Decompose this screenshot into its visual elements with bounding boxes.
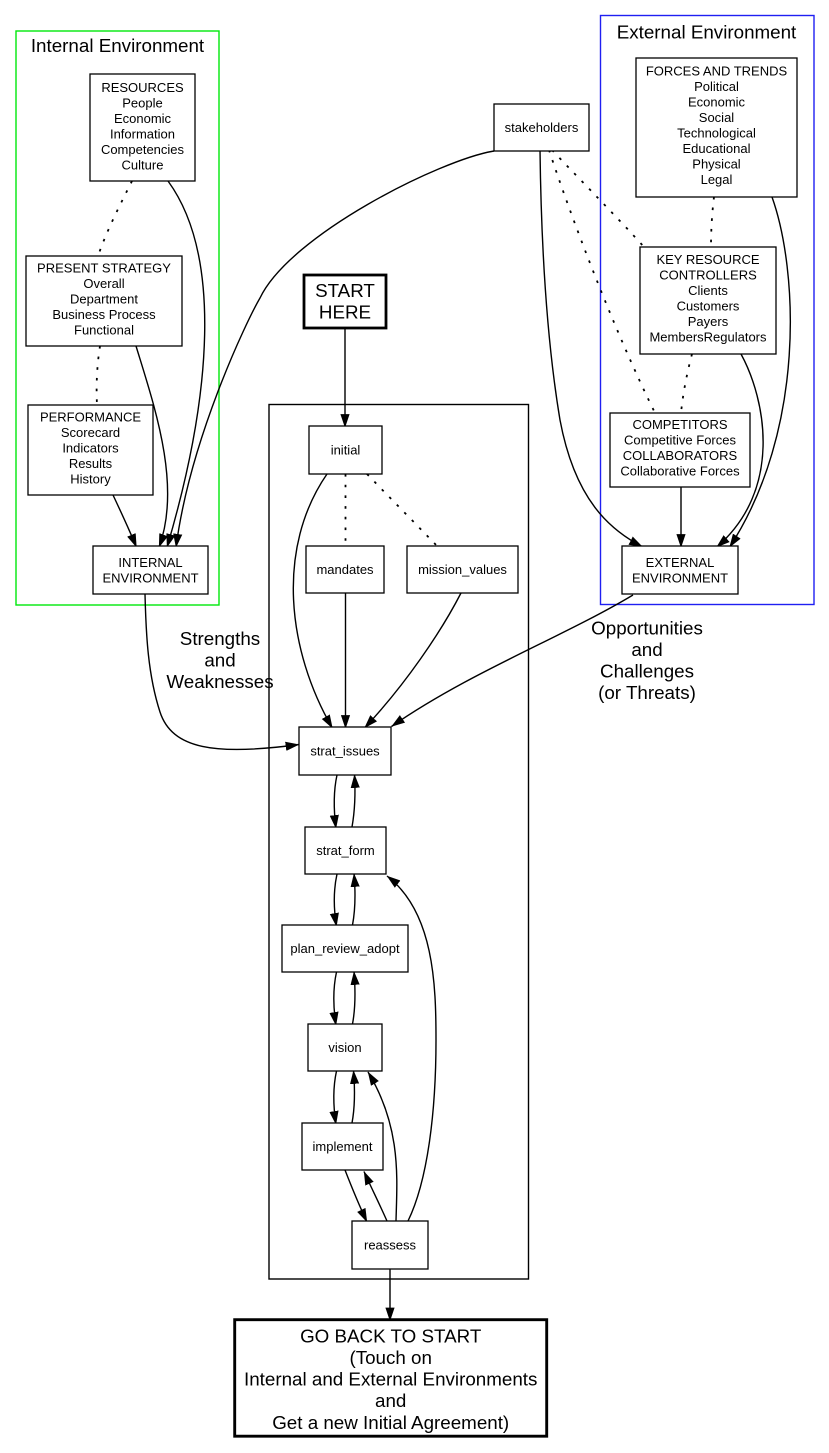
svg-text:Functional: Functional <box>74 323 134 338</box>
svg-text:Social: Social <box>699 110 735 125</box>
svg-text:Get a new Initial Agreement): Get a new Initial Agreement) <box>272 1412 509 1433</box>
svg-text:Internal Environment: Internal Environment <box>31 35 205 56</box>
svg-text:RESOURCES: RESOURCES <box>101 80 184 95</box>
svg-text:GO BACK TO START: GO BACK TO START <box>300 1325 482 1346</box>
svg-text:and: and <box>631 639 662 660</box>
svg-text:ENVIRONMENT: ENVIRONMENT <box>632 570 728 585</box>
svg-text:History: History <box>70 472 111 487</box>
svg-text:Weaknesses: Weaknesses <box>166 671 273 692</box>
svg-text:Political: Political <box>694 79 739 94</box>
svg-text:Payers: Payers <box>688 314 729 329</box>
svg-text:(Touch on: (Touch on <box>349 1347 431 1368</box>
svg-text:Business Process: Business Process <box>52 307 156 322</box>
svg-text:Collaborative Forces: Collaborative Forces <box>620 463 740 478</box>
svg-text:COMPETITORS: COMPETITORS <box>632 417 727 432</box>
svg-text:(or Threats): (or Threats) <box>598 682 696 703</box>
svg-text:Clients: Clients <box>688 283 728 298</box>
svg-text:START: START <box>315 280 375 301</box>
svg-text:PRESENT STRATEGY: PRESENT STRATEGY <box>37 261 171 276</box>
svg-text:reassess: reassess <box>364 1238 417 1253</box>
svg-text:Information: Information <box>110 126 175 141</box>
svg-text:ENVIRONMENT: ENVIRONMENT <box>102 570 198 585</box>
svg-text:Department: Department <box>70 292 138 307</box>
svg-text:implement: implement <box>313 1139 373 1154</box>
svg-text:Competencies: Competencies <box>101 142 185 157</box>
svg-text:mission_values: mission_values <box>418 562 507 577</box>
svg-text:Internal and External Environm: Internal and External Environments <box>244 1369 537 1390</box>
svg-text:Economic: Economic <box>688 94 746 109</box>
svg-text:KEY RESOURCE: KEY RESOURCE <box>656 252 759 267</box>
svg-text:Indicators: Indicators <box>62 441 119 456</box>
svg-text:Opportunities: Opportunities <box>591 617 703 638</box>
svg-text:Technological: Technological <box>677 125 756 140</box>
svg-text:FORCES AND TRENDS: FORCES AND TRENDS <box>646 63 788 78</box>
svg-text:HERE: HERE <box>319 302 371 323</box>
svg-text:vision: vision <box>328 1040 361 1055</box>
svg-text:Educational: Educational <box>683 141 751 156</box>
svg-text:External Environment: External Environment <box>617 21 797 42</box>
svg-text:strat_issues: strat_issues <box>310 744 380 759</box>
svg-text:Scorecard: Scorecard <box>61 425 120 440</box>
svg-text:COLLABORATORS: COLLABORATORS <box>623 448 738 463</box>
svg-text:Culture: Culture <box>122 157 164 172</box>
svg-text:CONTROLLERS: CONTROLLERS <box>659 268 757 283</box>
svg-text:Strengths: Strengths <box>180 628 260 649</box>
svg-text:MembersRegulators: MembersRegulators <box>649 330 767 345</box>
svg-text:Customers: Customers <box>677 299 740 314</box>
svg-text:initial: initial <box>331 443 361 458</box>
svg-text:INTERNAL: INTERNAL <box>118 555 182 570</box>
svg-text:Legal: Legal <box>701 172 733 187</box>
svg-text:EXTERNAL: EXTERNAL <box>646 555 715 570</box>
svg-text:Physical: Physical <box>692 156 741 171</box>
svg-text:mandates: mandates <box>316 562 374 577</box>
svg-text:plan_review_adopt: plan_review_adopt <box>290 941 400 956</box>
svg-text:Competitive Forces: Competitive Forces <box>624 432 736 447</box>
svg-text:Results: Results <box>69 456 113 471</box>
svg-text:stakeholders: stakeholders <box>505 120 579 135</box>
svg-text:and: and <box>204 650 235 671</box>
svg-text:People: People <box>122 95 162 110</box>
svg-text:PERFORMANCE: PERFORMANCE <box>40 410 141 425</box>
svg-text:and: and <box>375 1390 406 1411</box>
svg-text:Economic: Economic <box>114 111 172 126</box>
svg-text:Challenges: Challenges <box>600 660 694 681</box>
svg-text:Overall: Overall <box>83 276 124 291</box>
svg-text:strat_form: strat_form <box>316 843 375 858</box>
